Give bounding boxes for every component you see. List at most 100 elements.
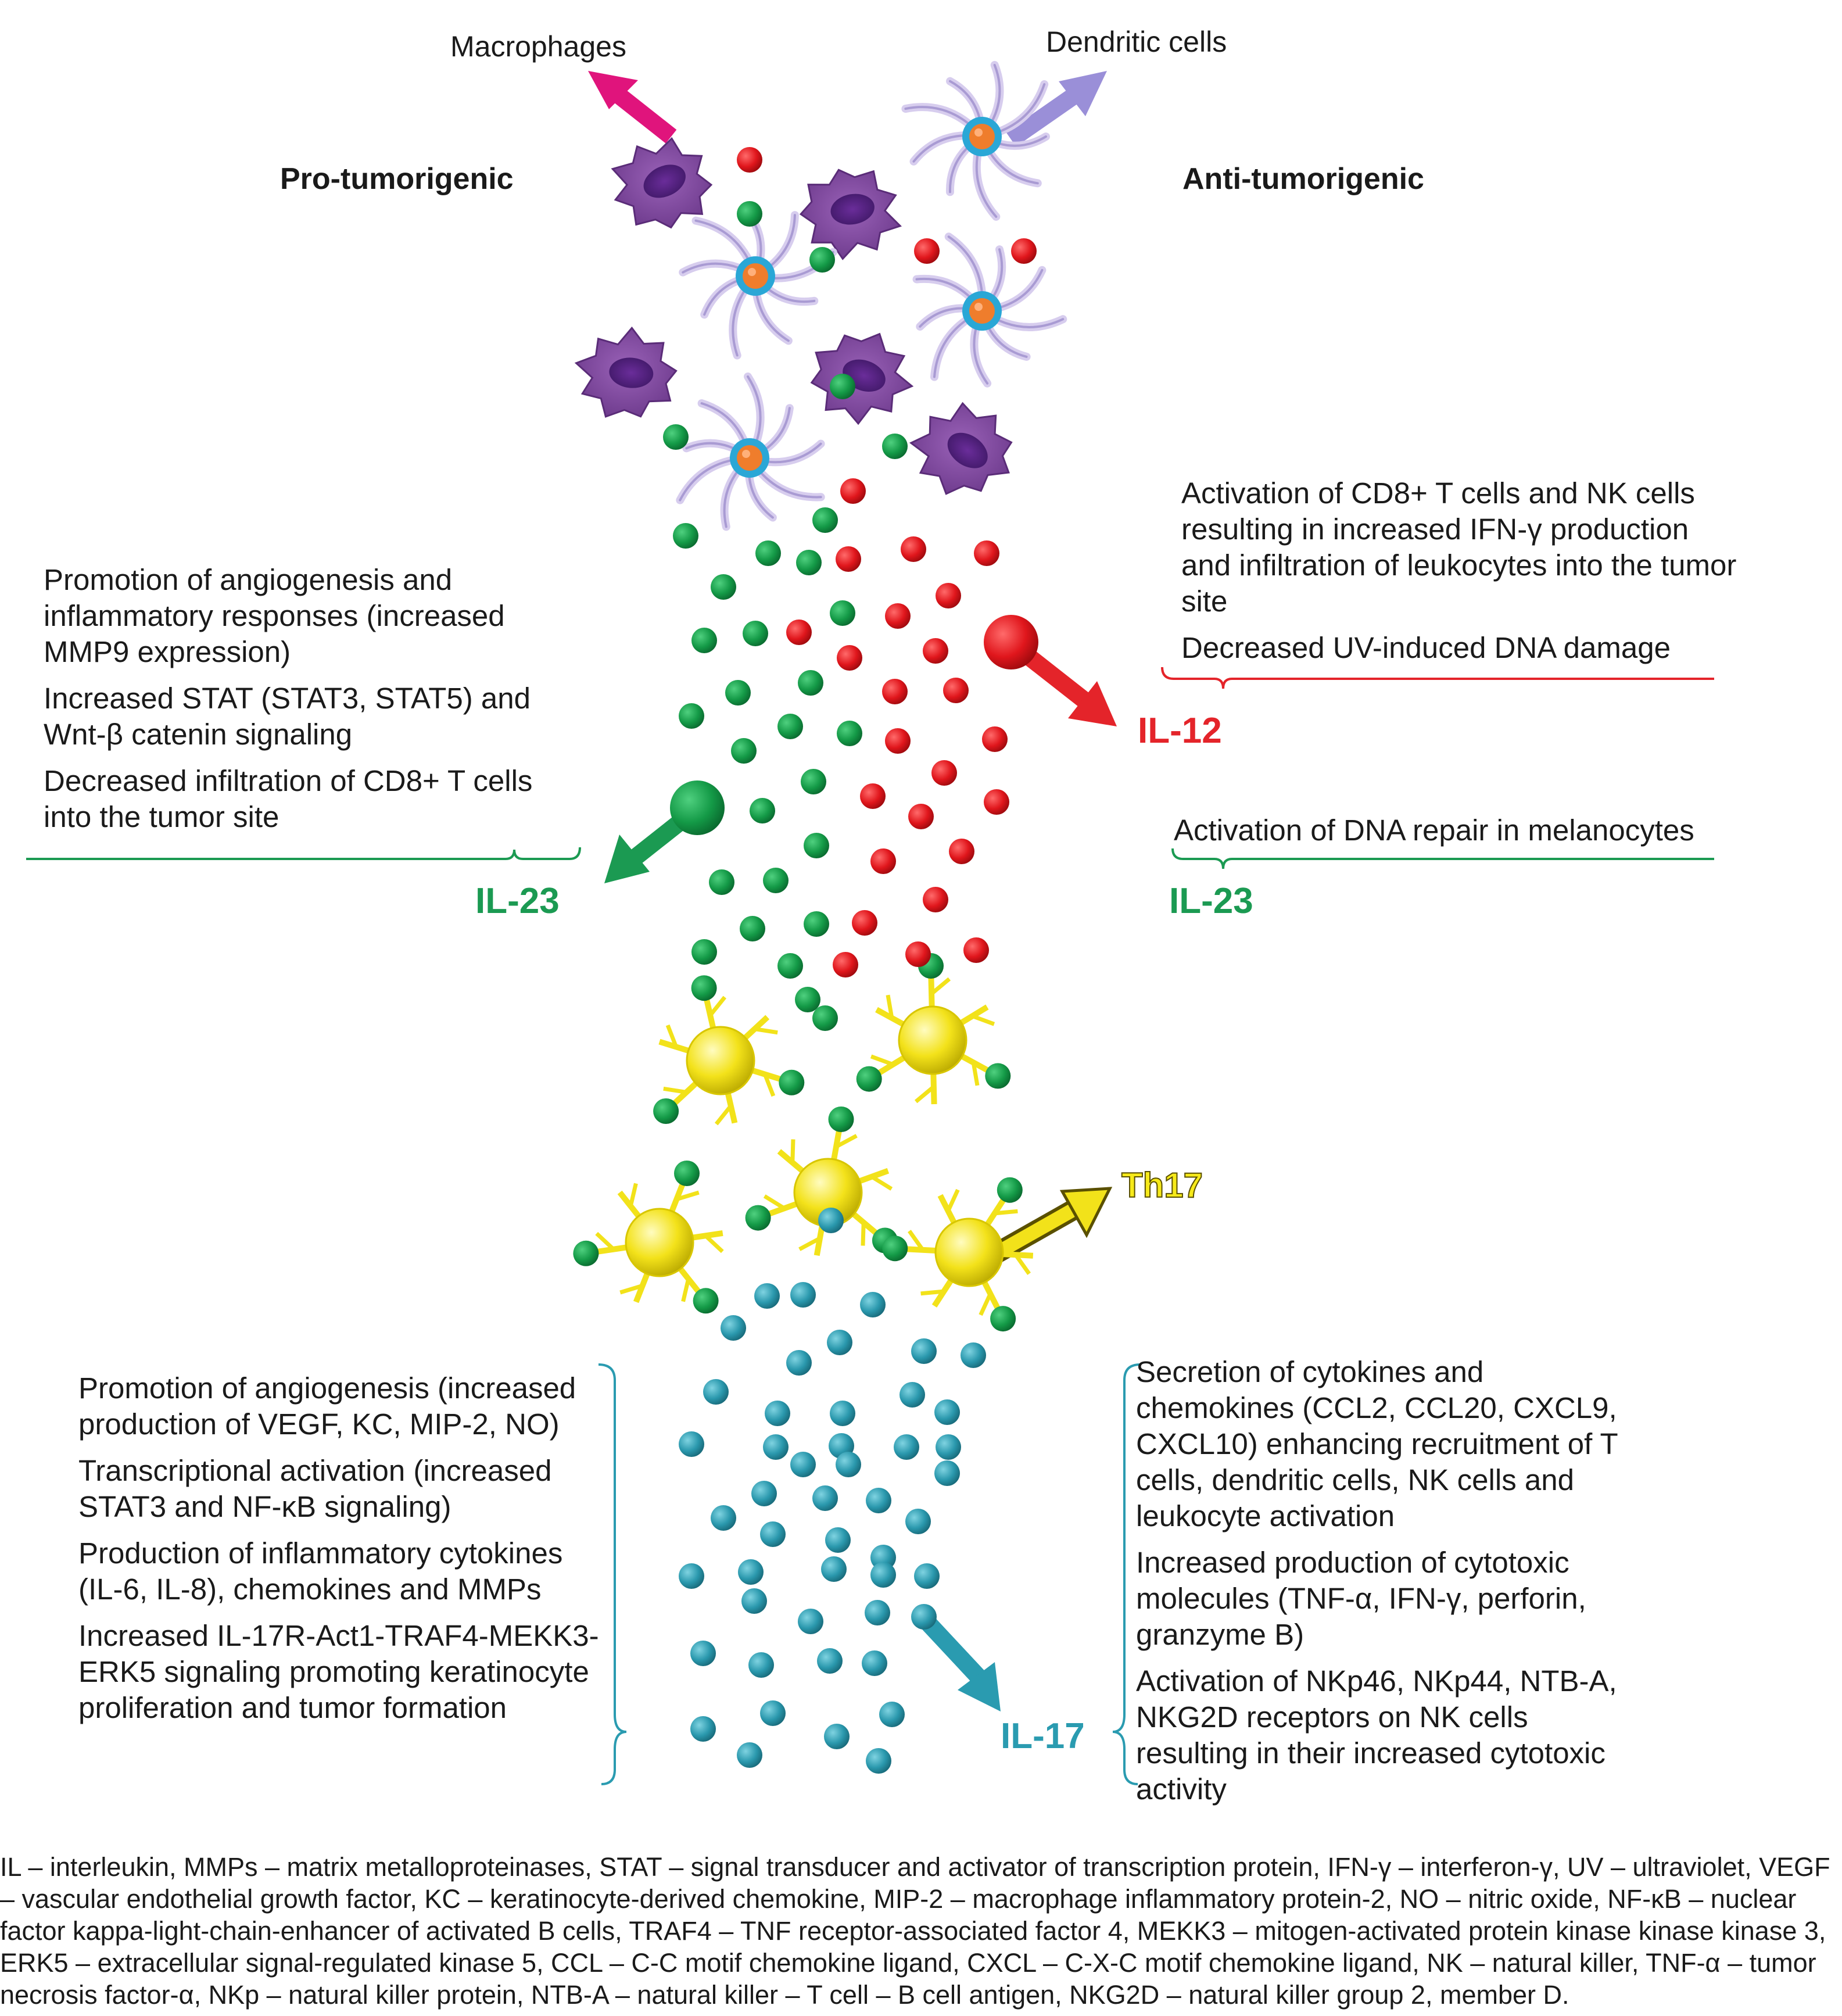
teal-cytokine-dot [827,1330,852,1355]
green-cytokine-dot [796,550,822,575]
red-cytokine-dot [982,726,1008,752]
teal-cytokine-dot [879,1702,905,1727]
il23-pro-effects: Promotion of angiogenesis and inflammato… [44,562,578,846]
il17-pro-effects: Promotion of angiogenesis (increased pro… [78,1370,601,1736]
red-cytokine-dot [923,887,948,912]
macrophage-cell [799,169,902,260]
teal-cytokine-dot [817,1648,843,1674]
teal-cytokine-dot [790,1452,816,1477]
macrophage-cell [574,326,678,418]
macrophages-label: Macrophages [450,30,626,63]
macrophage-cell [611,137,713,229]
teal-cytokine-dot [870,1562,896,1588]
abbreviations-footnote: IL – interleukin, MMPs – matrix metallop… [0,1852,1830,2010]
teal-cytokine-dot [737,1742,762,1768]
anti-tumorigenic-heading: Anti-tumorigenic [1182,162,1424,196]
teal-cytokine-dot [914,1563,940,1589]
il17-anti-effect-3: Activation of NKp46, NKp44, NTB-A, NKG2D… [1136,1664,1617,1806]
il17-pro-effect-2: Transcriptional activation (increased ST… [78,1454,552,1523]
teal-cytokine-dot [900,1382,925,1408]
green-cytokine-dot [755,540,781,566]
red-cytokine-dot [885,728,911,754]
il17-label: IL-17 [1001,1716,1085,1756]
green-cytokine-dot [740,916,765,941]
teal-cytokine-dot [679,1431,704,1457]
red-cytokine-dot [931,760,957,786]
teal-cytokine-dot [860,1292,886,1317]
teal-cytokine-dot [763,1434,789,1460]
teal-cytokine-dot [911,1338,937,1364]
green-cytokine-dot [691,628,717,653]
green-cytokine-dot [795,987,820,1012]
th17-cell [882,1177,1034,1332]
red-cytokine-dot [901,536,926,562]
green-cytokine-dot [743,621,768,646]
teal-cytokine-dot [961,1342,986,1368]
il17-anti-effect-2: Increased production of cytotoxic molecu… [1136,1546,1586,1651]
green-cytokine-dot [711,574,736,600]
il12-effect-2: Decreased UV-induced DNA damage [1181,631,1671,664]
th17-cell [653,975,805,1126]
red-cytokine-dot [923,638,948,664]
bracket-il12 [1161,667,1714,689]
teal-cytokine-dot [751,1481,777,1506]
green-cytokine-dot [691,939,717,965]
teal-cytokine-dot [765,1401,790,1426]
th17-cell [573,1161,724,1314]
dendritic-cells [676,60,1067,531]
il23-right-label: IL-23 [1169,881,1253,921]
green-cytokine-dot [731,738,757,764]
red-cytokine-dot [914,238,940,264]
il12-arrow [984,615,1117,726]
il23-anti-effect-1: Activation of DNA repair in melanocytes [1174,814,1694,847]
red-cytokine-dot [974,540,999,566]
red-cytokine-dot [943,678,969,703]
il17-anti-effect-1: Secretion of cytokines and chemokines (C… [1136,1355,1618,1532]
teal-cytokine-dot [866,1488,891,1513]
green-cytokine-dot [830,374,855,399]
teal-cytokine-dot [824,1724,850,1749]
green-cytokine-dot [709,869,734,895]
red-cytokine-dot [833,952,858,977]
teal-cytokine-dot [760,1521,786,1547]
th17-cell [856,953,1011,1105]
red-cytokine-dot [882,679,908,704]
teal-cytokine-dot [738,1559,764,1585]
red-cytokine-dot [737,147,762,173]
il23-arrow [604,780,725,883]
teal-cytokine-dot [798,1609,823,1634]
il12-label: IL-12 [1138,711,1222,751]
green-cytokine-dot [801,769,826,794]
th17-label: Th17 [1121,1165,1203,1205]
teal-cytokine-dot [936,1434,961,1460]
green-cytokine-dot [804,911,829,937]
teal-cytokine-dot [934,1399,960,1425]
red-cytokine-dot [936,583,961,608]
il12-effect-1: Activation of CD8+ T cells and NK cells … [1181,477,1737,618]
green-cytokine-dot [798,670,823,696]
teal-cytokine-dot [821,1556,847,1582]
il23-pro-effect-2: Increased STAT (STAT3, STAT5) and Wnt-β … [44,682,531,751]
green-cytokine-dot [737,201,762,227]
bracket-il23-right [1171,848,1714,869]
teal-cytokine-dot [786,1350,812,1376]
green-cytokine-dot [763,868,789,893]
bracket-il17-left [598,1363,627,1785]
red-cytokine-dot [905,941,931,967]
dendritic-cell [679,208,837,360]
teal-cytokine-dot [760,1700,786,1726]
red-cytokine-dot [908,804,934,829]
red-cytokine-dot [1011,238,1037,264]
macrophage-cell [810,332,914,425]
pro-tumorigenic-heading: Pro-tumorigenic [280,162,514,196]
teal-cytokine-dot [934,1460,960,1486]
macrophage-cell [909,402,1013,495]
dendritic-arrow [1006,71,1107,147]
teal-cytokine-dot [741,1588,767,1614]
il17-pro-effect-4: Increased IL-17R-Act1-TRAF4-MEKK3-ERK5 s… [78,1619,599,1724]
il23-anti-effects: Activation of DNA repair in melanocytes [1174,812,1732,859]
red-cytokine-dot [840,478,866,504]
green-cytokine-dot [812,507,838,533]
green-cytokine-dot [830,600,855,626]
